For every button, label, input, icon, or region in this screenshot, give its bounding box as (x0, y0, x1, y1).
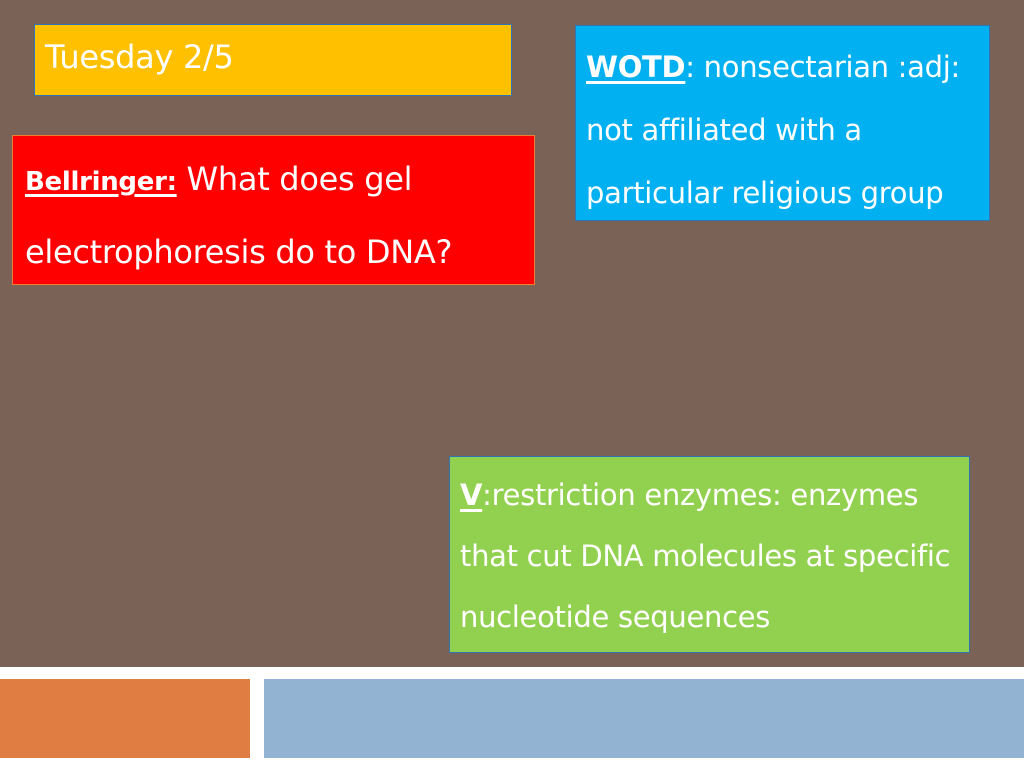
date-box: Tuesday 2/5 (34, 24, 512, 96)
vocabulary-box: V:restriction enzymes: enzymes that cut … (449, 456, 970, 653)
date-text: Tuesday 2/5 (45, 38, 234, 76)
wotd-definition: : nonsectarian :adj: not affiliated with… (586, 50, 960, 210)
footer-orange-block (0, 679, 250, 758)
vocab-label: V (460, 478, 483, 512)
bellringer-box: Bellringer: What does gel electrophoresi… (12, 135, 535, 285)
vocab-definition: :restriction enzymes: enzymes that cut D… (460, 478, 951, 634)
word-of-the-day-box: WOTD: nonsectarian :adj: not affiliated … (575, 25, 990, 221)
footer-blue-block (264, 679, 1024, 758)
wotd-label: WOTD (586, 50, 686, 84)
bellringer-label: Bellringer: (25, 167, 177, 197)
bellringer-question: What does gel electrophoresis do to DNA? (25, 160, 453, 271)
